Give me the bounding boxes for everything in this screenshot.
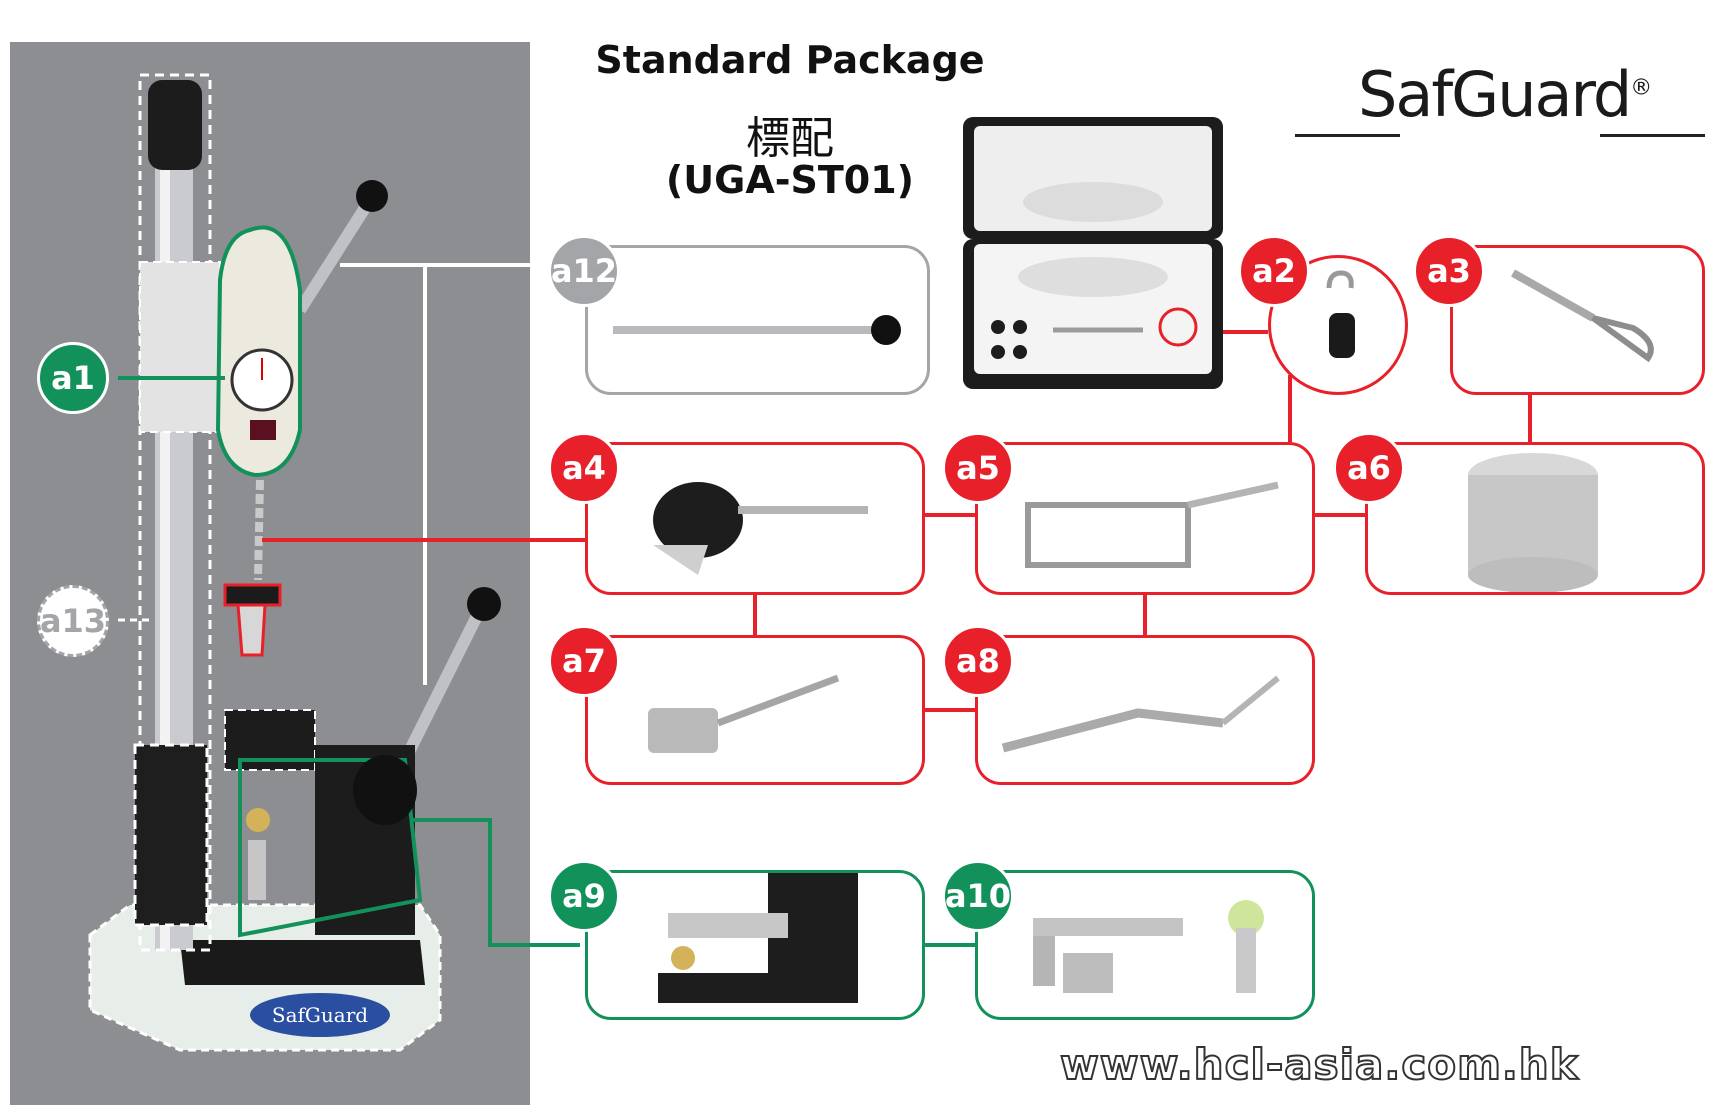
- label-a6: a6: [1333, 432, 1405, 504]
- item-box-a5: [975, 442, 1315, 595]
- label-a1: a1: [37, 342, 109, 414]
- label-a5: a5: [942, 432, 1014, 504]
- item-box-a4: [585, 442, 925, 595]
- handle-rod-image: [613, 315, 901, 345]
- label-a4: a4: [548, 432, 620, 504]
- item-box-a7: [585, 635, 925, 785]
- carry-case-image: [963, 117, 1223, 389]
- label-a13: a13: [37, 585, 109, 657]
- logo-text: SafGuard: [1358, 58, 1632, 131]
- label-a8: a8: [942, 625, 1014, 697]
- item-box-a10: [975, 870, 1315, 1020]
- registered-mark: ®: [1630, 75, 1652, 101]
- item-box-a6: [1365, 442, 1705, 595]
- flat-clamp-image: [648, 674, 840, 753]
- drill-chuck-clamp-image: [653, 482, 868, 575]
- calibration-weight-image: [1468, 453, 1598, 592]
- item-box-a9: [585, 870, 925, 1020]
- label-a2: a2: [1238, 235, 1310, 307]
- item-box-a12: [585, 245, 930, 395]
- package-title-chinese: 標配: [746, 113, 834, 164]
- push-adapters-image: [1033, 900, 1264, 993]
- logo-underline-right: [1600, 134, 1705, 137]
- label-a7: a7: [548, 625, 620, 697]
- item-box-a8: [975, 635, 1315, 785]
- locking-pliers-image: [1001, 675, 1280, 753]
- label-a10: a10: [942, 860, 1014, 932]
- package-model-code: (UGA-ST01): [665, 158, 915, 202]
- snap-hook-image: [1511, 269, 1654, 363]
- label-a3: a3: [1413, 235, 1485, 307]
- hook-adapter-image: [1326, 270, 1355, 358]
- package-title: Standard Package: [595, 38, 985, 82]
- safguard-logo: SafGuard®: [1358, 58, 1652, 131]
- label-a12: a12: [548, 235, 620, 307]
- lever-press-fixture-image: [658, 873, 858, 1003]
- sliding-clamp-image: [1025, 481, 1279, 568]
- label-a9: a9: [548, 860, 620, 932]
- website-url[interactable]: www.hcl-asia.com.hk: [1059, 1039, 1579, 1090]
- stand-badge-text: SafGuard: [272, 1003, 368, 1027]
- logo-underline-left: [1295, 134, 1400, 137]
- test-stand-illustration: SafGuard: [88, 73, 501, 1052]
- item-box-a3: [1450, 245, 1705, 395]
